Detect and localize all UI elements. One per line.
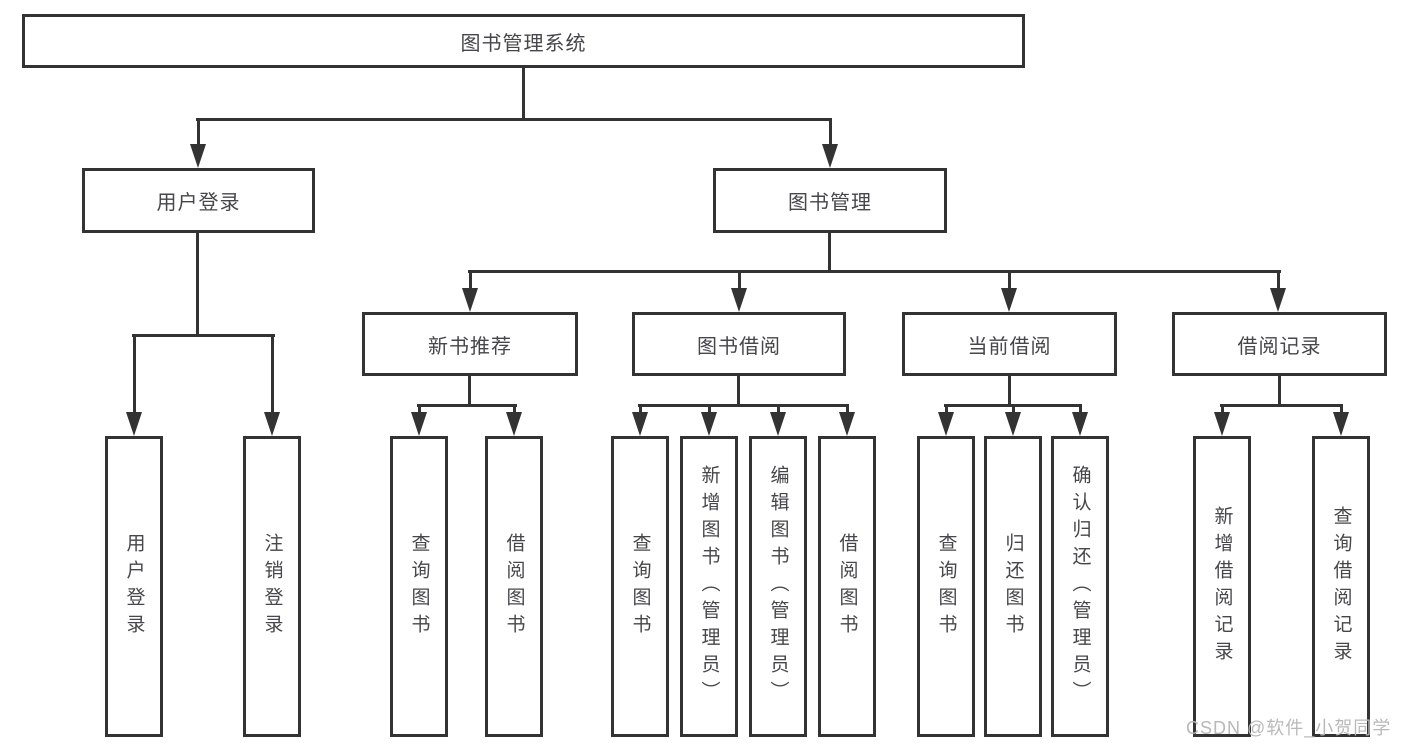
node-book-management: 图书管理 (713, 168, 947, 233)
leaf-current-query-books: 查询图书 (917, 436, 975, 737)
leaf-confirm-return-admin: 确认归还（管理员） (1051, 436, 1109, 737)
leaf-borrow-query-books: 查询图书 (611, 436, 669, 737)
leaf-recommend-query-books: 查询图书 (390, 436, 448, 737)
arrow-down (632, 405, 648, 436)
node-user-login: 用户登录 (82, 168, 315, 233)
leaf-logout: 注销登录 (243, 436, 301, 737)
arrow-down (938, 405, 954, 436)
connector-vline (737, 376, 740, 407)
node-current-borrow: 当前借阅 (902, 312, 1117, 376)
leaf-borrow-books: 借阅图书 (818, 436, 876, 737)
leaf-query-borrow-record: 查询借阅记录 (1312, 436, 1370, 737)
leaf-user-login: 用户登录 (105, 436, 163, 737)
arrow-down (1270, 271, 1286, 312)
connector-hline (468, 270, 1281, 273)
node-new-book-recommend: 新书推荐 (362, 312, 578, 376)
connector-vline (522, 66, 525, 120)
arrow-down (701, 405, 717, 436)
arrow-down (731, 271, 747, 312)
leaf-current-query-books-label: 查询图书 (935, 532, 957, 641)
arrow-down (1001, 271, 1017, 312)
connector-hline (1220, 404, 1343, 407)
node-new-book-recommend-label: 新书推荐 (428, 335, 512, 358)
node-book-borrow: 图书借阅 (632, 312, 846, 376)
leaf-logout-label: 注销登录 (261, 532, 283, 641)
leaf-recommend-query-books-label: 查询图书 (408, 532, 430, 641)
leaf-user-login-label: 用户登录 (123, 532, 145, 641)
leaf-add-borrow-record-label: 新增借阅记录 (1211, 505, 1233, 668)
csdn-watermark: CSDN @软件_小贺同学 (1186, 718, 1392, 738)
node-book-borrow-label: 图书借阅 (697, 335, 781, 358)
node-book-management-label: 图书管理 (788, 192, 872, 214)
leaf-add-books-admin: 新增图书（管理员） (680, 436, 738, 737)
connector-vline (828, 233, 831, 273)
connector-vline (1278, 376, 1281, 407)
leaf-recommend-borrow-books: 借阅图书 (485, 436, 543, 737)
arrow-down (1005, 405, 1021, 436)
arrow-down (839, 405, 855, 436)
leaf-return-books: 归还图书 (984, 436, 1042, 737)
node-borrow-records-label: 借阅记录 (1237, 335, 1322, 358)
leaf-confirm-return-admin-label: 确认归还（管理员） (1069, 465, 1091, 708)
arrow-down (1072, 405, 1088, 436)
node-root: 图书管理系统 (22, 14, 1025, 68)
node-borrow-records: 借阅记录 (1172, 312, 1387, 376)
leaf-return-books-label: 归还图书 (1002, 532, 1024, 641)
arrow-down (462, 271, 478, 312)
connector-vline (468, 376, 471, 407)
arrow-down (1333, 405, 1349, 436)
connector-vline (196, 233, 199, 337)
leaf-add-books-admin-label: 新增图书（管理员） (698, 465, 720, 708)
connector-hline (417, 404, 517, 407)
node-root-label: 图书管理系统 (460, 32, 587, 55)
connector-hline (132, 334, 275, 337)
arrow-down (1214, 405, 1230, 436)
arrow-down (190, 119, 206, 168)
arrow-down (411, 405, 427, 436)
leaf-recommend-borrow-books-label: 借阅图书 (503, 532, 525, 641)
node-user-login-label: 用户登录 (156, 192, 241, 214)
leaf-edit-books-admin: 编辑图书（管理员） (749, 436, 807, 737)
leaf-borrow-books-label: 借阅图书 (836, 532, 858, 641)
arrow-down (822, 119, 838, 168)
leaf-query-borrow-record-label: 查询借阅记录 (1330, 505, 1352, 668)
connector-vline (1008, 376, 1011, 407)
connector-hline (196, 118, 832, 121)
leaf-add-borrow-record: 新增借阅记录 (1193, 436, 1251, 737)
leaf-borrow-query-books-label: 查询图书 (629, 532, 651, 641)
arrow-down (506, 405, 522, 436)
arrow-down (126, 335, 142, 436)
arrow-down (770, 405, 786, 436)
arrow-down (264, 335, 280, 436)
connector-hline (638, 404, 849, 407)
node-current-borrow-label: 当前借阅 (967, 335, 1052, 358)
leaf-edit-books-admin-label: 编辑图书（管理员） (767, 465, 789, 708)
